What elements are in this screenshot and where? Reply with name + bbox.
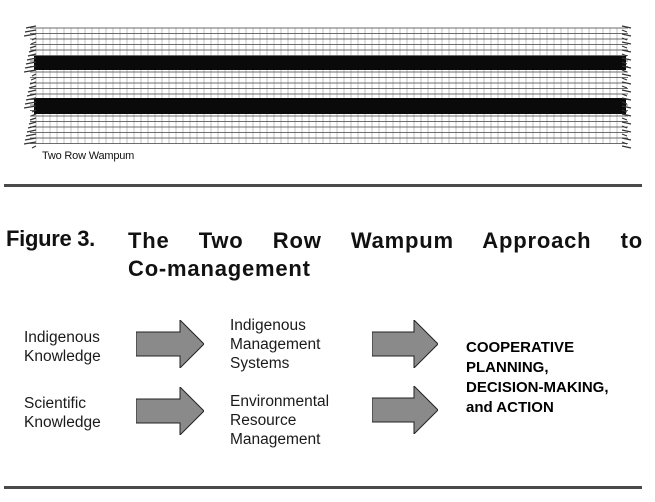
right-arrow-icon: [136, 387, 204, 435]
top-divider: [4, 184, 642, 187]
wampum-caption: Two Row Wampum: [42, 150, 135, 162]
indigenous-management-systems-label: Indigenous Management Systems: [230, 317, 321, 372]
figure-title-line1: The Two Row Wampum Approach to: [128, 228, 643, 253]
figure-title-line2: Co-management: [128, 256, 311, 281]
indigenous-knowledge-label: Indigenous Knowledge: [24, 329, 101, 365]
right-arrow-icon: [136, 320, 204, 368]
wampum-belt-illustration: [23, 25, 632, 149]
outcome-label: COOPERATIVE PLANNING, DECISION-MAKING, a…: [466, 339, 609, 416]
figure-label: Figure 3.: [6, 226, 95, 251]
right-arrow-icon: [372, 320, 438, 368]
scientific-knowledge-label: Scientific Knowledge: [24, 395, 101, 431]
right-arrow-icon: [372, 386, 438, 434]
environmental-resource-management-label: Environmental Resource Management: [230, 393, 330, 448]
bottom-divider: [4, 486, 642, 489]
